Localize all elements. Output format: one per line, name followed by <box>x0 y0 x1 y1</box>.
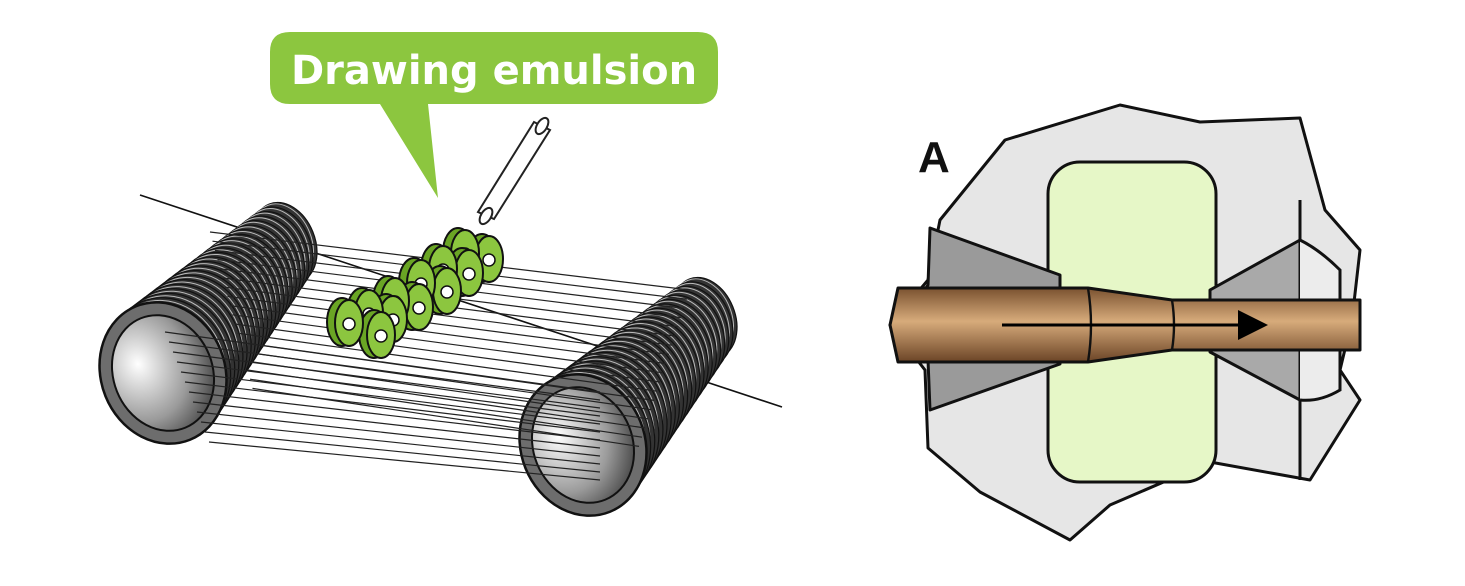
drawing-dies <box>326 227 504 359</box>
wire-strand <box>172 351 601 409</box>
roller-bore <box>530 386 636 504</box>
wire-strand <box>204 431 601 473</box>
die-hole <box>342 317 356 331</box>
capstan-roller-right <box>518 276 738 517</box>
die-hole <box>482 253 496 267</box>
wire-strand <box>208 441 601 481</box>
emulsion-nozzle <box>476 116 552 226</box>
callout-label: Drawing emulsion <box>291 48 697 94</box>
wire-strand <box>180 371 601 425</box>
wire-strand <box>196 411 601 457</box>
wire-strand <box>168 341 601 401</box>
wire-strand <box>164 331 601 393</box>
wire-strand <box>184 381 601 433</box>
wire-strand <box>229 305 667 365</box>
wire-strand <box>176 361 601 417</box>
die-detail-a: A <box>888 103 1362 542</box>
detail-label: A <box>918 133 950 182</box>
wire-strand <box>227 295 670 355</box>
wire-strand <box>237 332 658 392</box>
wire-strand <box>188 391 601 441</box>
die-hole <box>440 285 454 299</box>
die-hole <box>462 267 476 281</box>
wire-drawing-machine: Drawing emulsion <box>98 32 783 517</box>
wire-strand <box>200 421 601 465</box>
callout-drawing-emulsion: Drawing emulsion <box>270 32 718 198</box>
wire-strand <box>234 323 661 383</box>
die-hole <box>374 329 388 343</box>
wire-strand <box>232 314 664 374</box>
die-hole <box>412 301 426 315</box>
wire-strand <box>224 286 673 346</box>
wire-strand <box>192 401 601 449</box>
